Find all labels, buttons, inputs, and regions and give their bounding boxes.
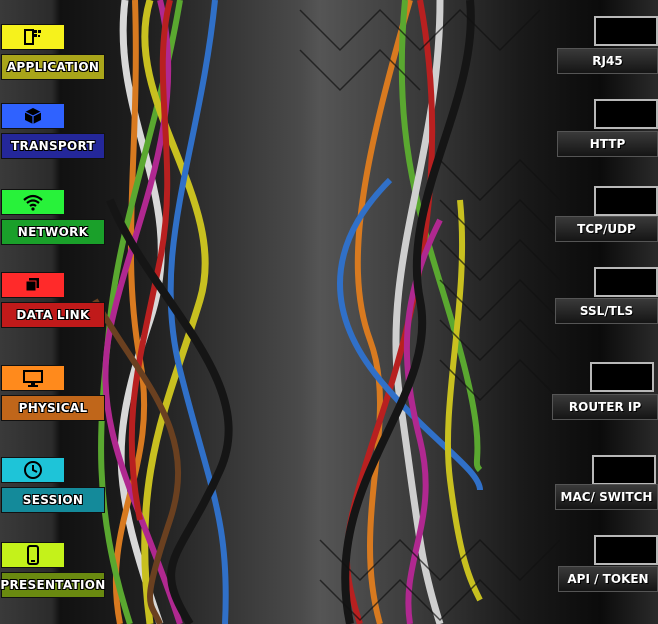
api-token-label: API / TOKEN (558, 566, 658, 592)
router-ip-label: ROUTER IP (552, 394, 658, 420)
package-icon (24, 108, 42, 124)
wire-orange-r (354, 0, 413, 624)
wifi-icon (23, 194, 43, 211)
presentation-label[interactable]: PRESENTATION (0, 572, 105, 598)
wire-green-r (398, 0, 483, 473)
app-grid-icon (24, 29, 41, 45)
router-ip-drop-zone[interactable] (590, 362, 654, 392)
session-label[interactable]: SESSION (1, 487, 105, 513)
wire-brown (92, 298, 182, 624)
data-link-icon-box[interactable] (1, 272, 65, 298)
physical-label[interactable]: PHYSICAL (1, 395, 105, 421)
ssl-tls-label: SSL/TLS (555, 298, 658, 324)
wire-black (106, 198, 233, 624)
wire-black-r (341, 0, 475, 624)
presentation-icon-box[interactable] (1, 542, 65, 568)
physical-icon-box[interactable] (1, 365, 65, 391)
mac-switch-label: MAC/ SWITCH (555, 484, 658, 510)
wire-yellow (141, 0, 209, 624)
wire-blue (167, 0, 229, 624)
stack-icon (25, 278, 39, 292)
application-label[interactable]: APPLICATION (1, 54, 105, 80)
clock-icon (24, 461, 42, 479)
tcp-udp-label: TCP/UDP (555, 216, 658, 242)
application-icon-box[interactable] (1, 24, 65, 50)
data-link-label[interactable]: DATA LINK (1, 302, 105, 328)
rj45-label: RJ45 (557, 48, 658, 74)
monitor-icon (23, 370, 43, 387)
network-label[interactable]: NETWORK (1, 219, 105, 245)
wire-yellow-r (445, 199, 483, 602)
api-token-drop-zone[interactable] (594, 535, 658, 565)
http-label: HTTP (557, 131, 658, 157)
phone-icon (27, 545, 39, 565)
wire-red (128, 0, 173, 521)
tcp-udp-drop-zone[interactable] (594, 186, 658, 216)
mac-switch-drop-zone[interactable] (592, 455, 656, 485)
http-drop-zone[interactable] (594, 99, 658, 129)
fence-pattern (299, 8, 561, 622)
wire-blue-r (337, 177, 483, 491)
ssl-tls-drop-zone[interactable] (594, 267, 658, 297)
network-icon-box[interactable] (1, 189, 65, 215)
transport-label[interactable]: TRANSPORT (1, 133, 105, 159)
session-icon-box[interactable] (1, 457, 65, 483)
rj45-drop-zone[interactable] (594, 16, 658, 46)
transport-icon-box[interactable] (1, 103, 65, 129)
